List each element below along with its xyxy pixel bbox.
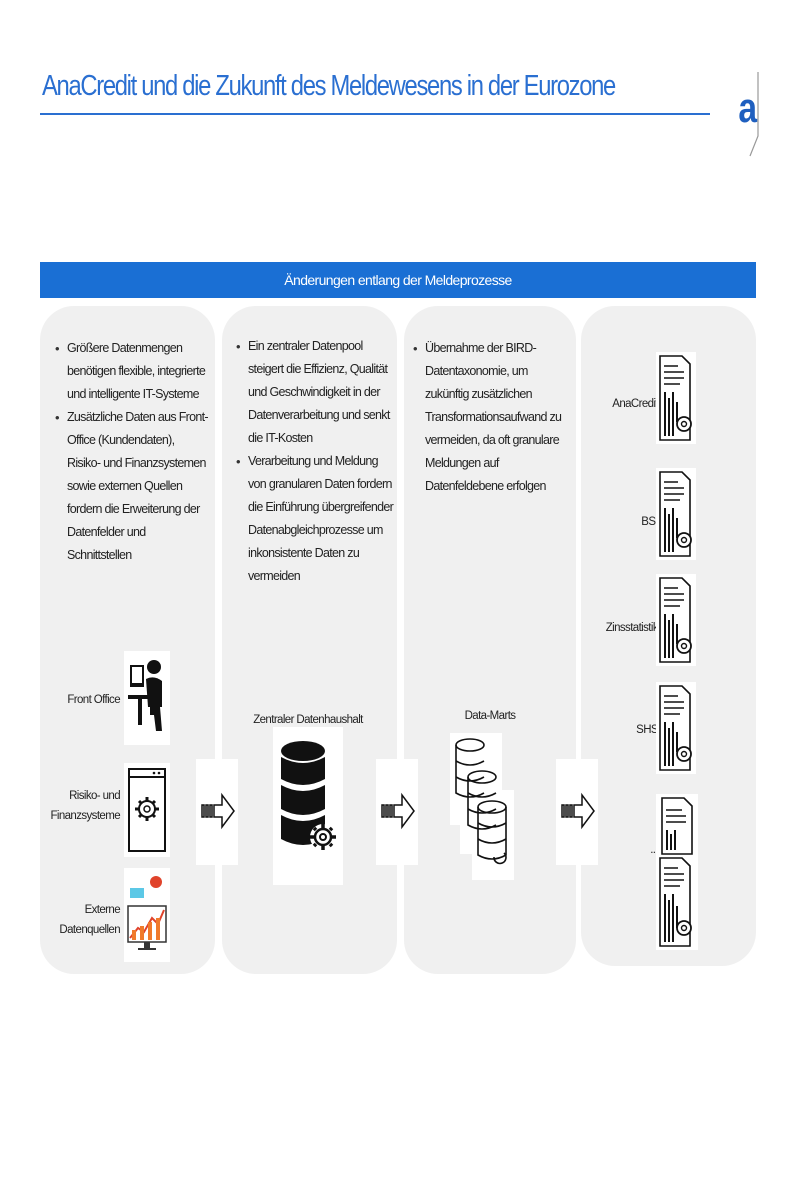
analytics-monitor-icon [127,876,167,950]
report-icon-box-zinsstatistik [656,574,696,666]
report-label-more: ... [650,844,658,856]
bullet-list-col1: Größere Datenmengen benötigen flexible, … [55,337,210,567]
striped-arrow-icon [381,792,415,830]
logo-slash-icon [749,72,759,157]
page-title: AnaCredit und die Zukunft des Meldewesen… [42,70,616,102]
bullet-list-col3: Übernahme der BIRD-Datentaxonomie, um zu… [413,337,568,498]
brand-logo: a [738,84,758,131]
process-banner: Änderungen entlang der Meldeprozesse [40,262,756,298]
striped-arrow-icon [561,792,595,830]
front-office-icon-box [124,651,170,745]
person-at-desk-icon [128,660,162,731]
report-gear-icon [659,685,692,771]
report-gear-icon [659,355,692,441]
report-gear-icon [659,577,692,663]
report-icon-box-more [656,794,698,950]
bullet-item: Ein zentraler Datenpool steigert die Eff… [236,335,396,450]
title-divider [40,113,710,115]
risk-systems-icon-box [124,763,170,857]
report-icon-box-bsi [656,468,696,560]
report-label-anacredit: AnaCredit [612,398,658,410]
report-label-shs: SHS [636,724,658,736]
report-label-bsi: BSI [641,516,658,528]
source-label-front-office: Front Office [67,694,120,706]
flow-arrow-3 [556,759,598,865]
source-label-external-data: Externe Datenquellen [59,904,120,936]
report-icon-box-anacredit [656,352,696,444]
gear-window-icon [128,768,166,852]
flow-arrow-2 [376,759,418,865]
report-stack-icon [659,797,693,947]
report-icon-box-shs [656,682,696,774]
bullet-item: Verarbeitung und Meldung von granularen … [236,450,396,588]
report-gear-icon [659,471,692,557]
database-gear-icon [281,741,336,850]
node-label-data-marts: Data-Marts [464,710,516,722]
bullet-item: Zusätzliche Daten aus Front-Office (Kund… [55,406,210,567]
report-label-zinsstatistik: Zinsstatistik [605,622,659,634]
flow-arrow-1 [196,759,238,865]
central-data-icon-box [273,727,343,885]
external-data-icon-box [124,868,170,962]
bullet-item: Übernahme der BIRD-Datentaxonomie, um zu… [413,337,568,498]
bullet-list-col2: Ein zentraler Datenpool steigert die Eff… [236,335,396,588]
data-marts-icon [455,738,507,865]
node-label-central-data: Zentraler Datenhaushalt [253,714,363,726]
source-label-risk-systems: Risiko- und Finanzsysteme [50,790,120,822]
bullet-item: Größere Datenmengen benötigen flexible, … [55,337,210,406]
striped-arrow-icon [201,792,235,830]
